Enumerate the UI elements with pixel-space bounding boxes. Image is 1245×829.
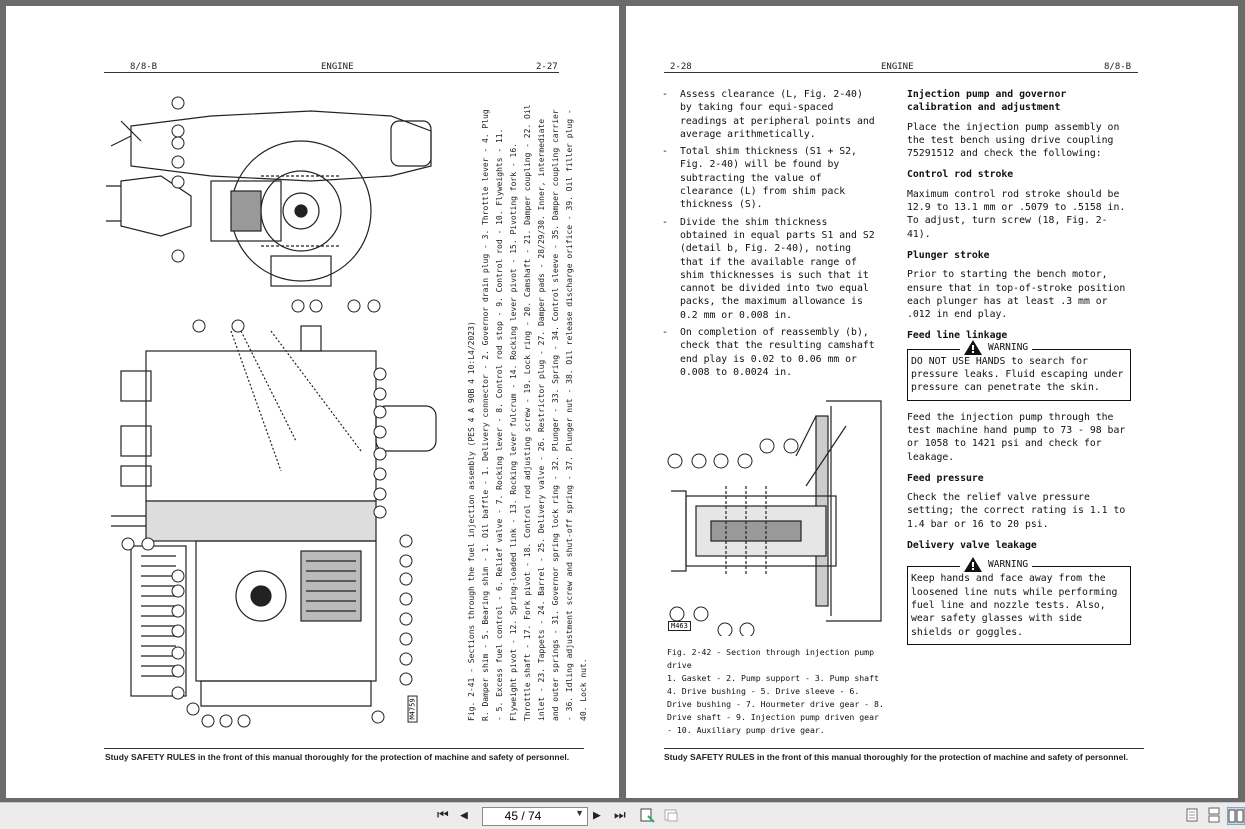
warning-box: WARNING DO NOT USE HANDS to search for p… xyxy=(907,339,1131,401)
bullet-item: -Divide the shim thickness obtained in e… xyxy=(662,216,875,321)
figure-id-label: M463 xyxy=(668,621,691,631)
chevron-down-icon[interactable]: ▼ xyxy=(575,808,584,818)
warning-triangle-icon xyxy=(964,557,982,573)
header-rule xyxy=(104,72,559,73)
feed-pressure-text: Check the relief valve pressure setting;… xyxy=(907,492,1126,530)
page-footer: Study SAFETY RULES in the front of this … xyxy=(664,752,1129,762)
figure-caption-rotated: Fig. 2-41 - Sections through the fuel in… xyxy=(465,101,591,722)
page-number-select[interactable]: ▼ xyxy=(482,807,588,826)
two-page-view-icon[interactable] xyxy=(1227,807,1245,825)
warning-title: WARNING xyxy=(960,557,1033,573)
figure-caption-body: R. Damper shim - 5. Bearing shim - 1. Oi… xyxy=(481,104,588,722)
warning-text: Keep hands and face away from the loosen… xyxy=(911,573,1118,638)
page-header-center: ENGINE xyxy=(881,62,914,72)
warning-triangle-icon xyxy=(964,339,982,355)
page-number-input[interactable] xyxy=(483,808,563,823)
left-page: 8/8-B ENGINE 2-27 xyxy=(6,6,619,798)
page-header-left: 2-28 xyxy=(670,62,692,72)
page-header-center: ENGINE xyxy=(321,62,354,72)
plunger-heading: Plunger stroke xyxy=(907,249,990,261)
page-header-right: 2-27 xyxy=(536,62,558,72)
bullet-item: -Total shim thickness (S1 + S2, Fig. 2-4… xyxy=(662,146,857,211)
previous-page-icon[interactable]: ◀ xyxy=(460,808,468,823)
plunger-text: Prior to starting the bench motor, ensur… xyxy=(907,269,1126,321)
feed-line-heading: Feed line linkage xyxy=(907,330,1008,342)
bullet-item: -On completion of reassembly (b), check … xyxy=(662,327,875,378)
section-title: Injection pump and governor calibration … xyxy=(907,89,1067,114)
right-page: 2-28 ENGINE 8/8-B -Assess clearance (L, … xyxy=(626,6,1238,798)
page-footer: Study SAFETY RULES in the front of this … xyxy=(105,752,570,762)
control-rod-text: Maximum control rod stroke should be 12.… xyxy=(907,188,1126,240)
single-page-view-icon[interactable] xyxy=(1184,807,1200,823)
right-text-column: Injection pump and governor calibration … xyxy=(907,88,1131,655)
figure-caption: Fig. 2-42 - Section through injection pu… xyxy=(667,647,884,735)
page-header-right: 8/8-B xyxy=(1104,62,1132,72)
figure-caption-title: Fig. 2-41 - Sections through the fuel in… xyxy=(467,321,476,721)
figure-id-label: M4759 xyxy=(407,695,418,723)
warning-title: WARNING xyxy=(960,339,1033,355)
feed-line-text: Feed the injection pump through the test… xyxy=(907,411,1126,463)
pump-top-section-drawing xyxy=(106,96,432,313)
intro-text: Place the injection pump assembly on the… xyxy=(907,121,1120,160)
page-header-left: 8/8-B xyxy=(130,62,158,72)
footer-rule xyxy=(104,748,584,749)
left-text-column: -Assess clearance (L, Fig. 2-40) by taki… xyxy=(660,88,875,383)
last-page-icon[interactable]: ⏭ xyxy=(614,808,626,823)
delivery-valve-heading: Delivery valve leakage xyxy=(907,540,1037,552)
fit-width-icon[interactable] xyxy=(663,807,679,823)
warning-box: WARNING Keep hands and face away from th… xyxy=(907,557,1131,645)
warning-text: DO NOT USE HANDS to search for pressure … xyxy=(911,355,1124,394)
bullet-item: -Assess clearance (L, Fig. 2-40) by taki… xyxy=(662,89,875,140)
feed-pressure-heading: Feed pressure xyxy=(907,472,984,484)
header-rule xyxy=(664,72,1138,73)
next-page-icon[interactable]: ▶ xyxy=(593,808,601,823)
continuous-view-icon[interactable] xyxy=(1206,807,1222,823)
pump-drive-section-drawing xyxy=(667,400,882,636)
fit-page-icon[interactable] xyxy=(639,807,655,823)
pump-longitudinal-section-drawing xyxy=(111,319,437,728)
control-rod-heading: Control rod stroke xyxy=(907,169,1014,181)
footer-rule xyxy=(664,748,1144,749)
first-page-icon[interactable]: ⏮ xyxy=(437,808,449,823)
viewer-toolbar: ⏮ ◀ ▼ ▶ ⏭ xyxy=(0,802,1245,829)
